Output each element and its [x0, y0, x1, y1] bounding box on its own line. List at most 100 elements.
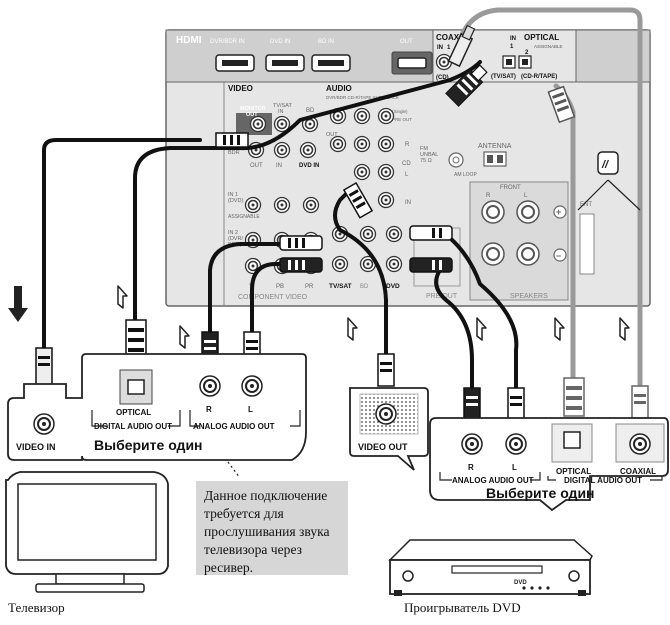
dvd-audio-r-cable: [434, 260, 474, 394]
dvd-caption: Проигрыватель DVD: [404, 600, 521, 615]
dvd-logo: DVD: [514, 580, 527, 586]
tv-l-label: L: [248, 405, 253, 414]
dvd-small-label: DVD: [386, 283, 400, 290]
am-loop-label: AM LOOP: [454, 172, 477, 178]
audio-l-label: L: [405, 172, 409, 178]
tv-audio-r-cable: [208, 242, 282, 336]
audio-jack-5: [353, 135, 371, 153]
front-l-label: L: [524, 193, 528, 199]
audio-out-label: OUT: [326, 132, 338, 138]
arrow-dvd-audio: [476, 317, 487, 341]
optical-title: OPTICAL: [524, 33, 559, 42]
tv-caption: Телевизор: [8, 600, 65, 615]
badge-icon: [597, 151, 619, 175]
audio-jack-3: [377, 107, 395, 125]
dvd-audio-plugs: [409, 225, 453, 273]
speakers-label: SPEAKERS: [510, 293, 548, 300]
dvd-l-label: L: [512, 463, 517, 472]
note-box: Данное подключение требуется для прослуш…: [196, 481, 348, 575]
dvd-optical-label: OPTICAL: [556, 467, 591, 476]
audio-jack-4: [329, 135, 347, 153]
video-out-panel: VIDEO OUT: [349, 387, 429, 471]
audio-jack-8: [377, 163, 395, 181]
dvd-in-video-jack: [299, 141, 317, 159]
dvd-in-plug: [342, 182, 374, 219]
comp-jack-3: [302, 196, 320, 214]
dvd-coaxial-label: COAXIAL: [620, 467, 656, 476]
note-text: Данное подключение требуется для прослуш…: [204, 488, 330, 575]
note-leader: [227, 461, 241, 479]
tv-illustration: [5, 471, 169, 593]
tv-audio-l-cable: [250, 262, 292, 336]
comp-pr-label: PR: [305, 284, 314, 290]
out-label: OUT: [250, 163, 263, 169]
bd-label: BD: [306, 108, 315, 114]
audio-jack-9: [377, 191, 395, 209]
audio-title: AUDIO: [326, 84, 352, 93]
coaxial-cable: [457, 7, 643, 395]
audio-r-label: R: [405, 142, 410, 148]
optical-assignable: ASSIGNABLE: [534, 44, 563, 49]
tv-video-in-jack: [33, 413, 55, 435]
tvsat-label: TV/SAT: [329, 283, 352, 290]
dvr-in-jack: [273, 141, 291, 159]
tv-video-plug: [35, 347, 53, 387]
dvd-audio-l-cable: [448, 236, 519, 394]
tvsat-audio-l-jack: [331, 255, 349, 273]
comp-pb-label: PB: [276, 284, 284, 290]
dvd-optical-plug: [563, 377, 585, 417]
audio-sub: DVR/BDR CD-R/TAPE SURR BACK: [326, 95, 399, 100]
tv-choose-one: Выберите один: [94, 437, 203, 453]
monitor-out-jack: [249, 115, 267, 133]
audio-in-label: IN: [405, 200, 411, 206]
receiver-rear-panel: HDMI DVR/BDR IN DVD IN BD IN OUT COAXIAL…: [165, 29, 651, 307]
arrow-dvd-coaxial: [619, 317, 630, 341]
arrow-video-out: [347, 317, 358, 341]
hdmi-title: HDMI: [176, 35, 202, 46]
dvd-r-label: R: [468, 463, 474, 472]
tv-optical-jack: [127, 379, 145, 395]
assignable-label: ASSIGNABLE: [228, 214, 260, 220]
video-title: VIDEO: [228, 84, 253, 93]
in-label: IN: [276, 163, 282, 169]
video-out-label: VIDEO OUT: [358, 442, 408, 452]
tv-audio-r-jack: [199, 375, 221, 397]
coaxial-title: COAXIAL: [436, 33, 472, 42]
dvd-audio-l-plug: [507, 387, 525, 423]
optical-tvsat: (TV/SAT): [491, 74, 516, 80]
dvd-coaxial-plug: [631, 385, 649, 419]
hdmi-ports: [215, 51, 433, 75]
monitor-out-plug: [215, 132, 249, 148]
optical-num-2: 2: [525, 50, 529, 56]
down-arrow: [8, 286, 28, 322]
ent-label: ENT: [580, 202, 592, 208]
dvd-audio-r-plug: [463, 387, 481, 423]
pre-out-top-label: PRE OUT: [392, 117, 412, 122]
single-label: (Single): [392, 109, 408, 114]
comp-jack-1: [244, 196, 262, 214]
tv-screen: [17, 483, 157, 561]
hdmi-bd-label: BD IN: [318, 39, 334, 45]
coaxial-in: IN: [437, 45, 443, 51]
hdmi-out-label: OUT: [400, 39, 413, 45]
hdmi-dvd-label: DVD IN: [270, 39, 290, 45]
optical-num-1: 1: [510, 44, 514, 50]
component-video-label: COMPONENT VIDEO: [238, 294, 308, 301]
tv-r-label: R: [206, 405, 212, 414]
tv-audio-l-jack: [241, 375, 263, 397]
bd-audio-r-jack: [359, 225, 377, 243]
arrow-tv-optical: [117, 285, 128, 309]
dvd-audio-l-jack: [385, 255, 403, 273]
dvd-audio-l-jack: [505, 433, 527, 455]
video-out-jack: [375, 403, 397, 425]
audio-jack-7: [353, 163, 371, 181]
coaxial-plug-receiver: [447, 24, 476, 68]
dvd-in-label: DVD IN: [299, 163, 319, 169]
tv-digital-audio-out-label: DIGITAL AUDIO OUT: [94, 422, 172, 431]
dvd-audio-r-jack: [385, 225, 403, 243]
tv-connection-panel: VIDEO IN OPTICAL DIGITAL AUDIO OUT R L A…: [7, 353, 307, 461]
